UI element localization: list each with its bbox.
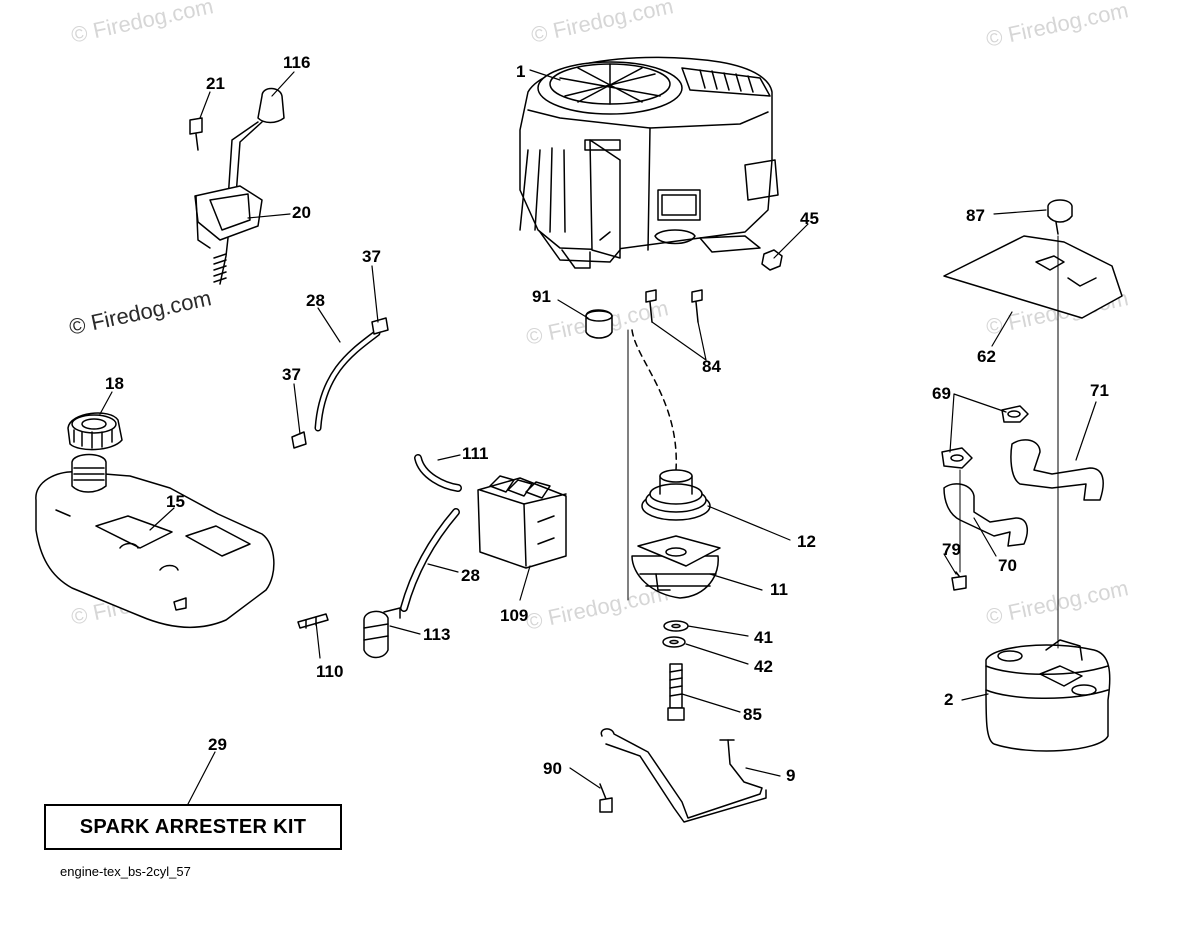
pulley-drawing (641, 469, 711, 521)
part-number-label: 116 (283, 53, 311, 72)
part-number-label: 69 (932, 384, 951, 403)
part-number-label: 45 (800, 209, 819, 228)
part-number-label: 87 (966, 206, 985, 225)
leader-lines (99, 69, 1097, 805)
fuel-cap-drawing (67, 412, 123, 451)
spark-arrester-kit-box: SPARK ARRESTER KIT (44, 804, 342, 850)
fitting-drawing (297, 613, 329, 629)
screw-drawing (951, 571, 967, 591)
part-number-label: 28 (306, 291, 325, 310)
heat-shield-drawing (943, 235, 1123, 319)
bushing-drawing (585, 309, 613, 339)
bolt-long-drawing (667, 663, 685, 721)
part-number-label: 79 (942, 540, 961, 559)
hose-short-drawing (414, 454, 462, 492)
part-number-label: 21 (206, 74, 225, 93)
bolts-drawing (645, 289, 703, 323)
part-number-label: 84 (702, 357, 721, 376)
part-number-label: 91 (532, 287, 551, 306)
part-number-label: 11 (770, 580, 788, 599)
part-number-label: 1 (516, 62, 526, 81)
part-number-label: 110 (316, 662, 344, 681)
part-number-label: 41 (754, 628, 773, 647)
part-number-label: 42 (754, 657, 773, 676)
part-number-label: 15 (166, 492, 185, 511)
part-number-label: 12 (797, 532, 816, 551)
bracket-drawing (600, 728, 767, 823)
part-number-label: 70 (998, 556, 1017, 575)
alignment-lines (627, 235, 1059, 649)
part-number-label: 62 (977, 347, 996, 366)
fuel-tank-drawing (35, 453, 275, 628)
part-number-label: 18 (105, 374, 124, 393)
part-number-label: 28 (461, 566, 480, 585)
part-number-label: 37 (282, 365, 301, 384)
fuel-line-drawing (291, 317, 389, 449)
engine-drawing (519, 56, 779, 269)
part-number-label: 2 (944, 690, 954, 709)
part-number-label: 20 (292, 203, 311, 222)
part-number-label: 113 (423, 625, 451, 644)
bolt-90-drawing (599, 783, 613, 813)
part-number-label: 90 (543, 759, 562, 778)
knob-drawing (1047, 199, 1073, 235)
part-number-label: 109 (500, 606, 529, 625)
part-number-label: 29 (208, 735, 227, 754)
hose-long-drawing (400, 508, 460, 612)
fuel-filter-drawing (477, 475, 567, 569)
part-number-label: 71 (1090, 381, 1109, 400)
clutch-drawing (631, 535, 721, 599)
valve-drawing (363, 607, 401, 659)
part-number-label: 37 (362, 247, 381, 266)
muffler-drawing (985, 639, 1111, 752)
drive-axis-line (631, 329, 677, 471)
throttle-control-drawing (189, 87, 285, 285)
part-number-label: 85 (743, 705, 762, 724)
part-number-label: 9 (786, 766, 796, 785)
diagram-id: engine-tex_bs-2cyl_57 (60, 864, 191, 879)
spark-arrester-kit-label: SPARK ARRESTER KIT (79, 815, 307, 838)
exhaust-pipes-drawing (941, 405, 1104, 547)
washers-drawing (662, 620, 689, 648)
part-number-label: 111 (462, 444, 489, 463)
